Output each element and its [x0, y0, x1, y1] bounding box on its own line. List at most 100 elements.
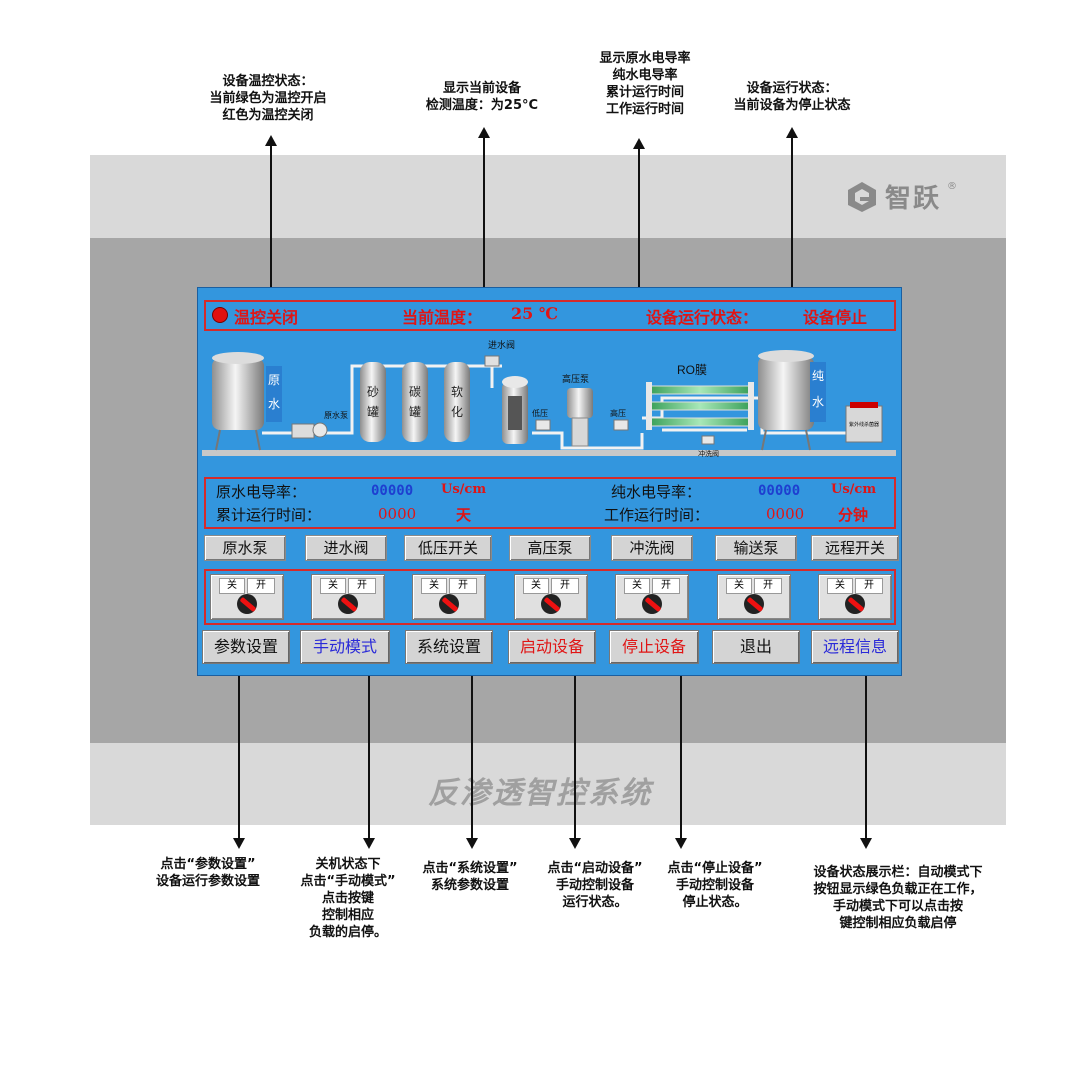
uv-sterilizer-icon: 紫外线杀菌器	[845, 402, 883, 443]
work-runtime-label: 工作运行时间：	[604, 506, 710, 524]
switch-high-pressure-pump[interactable]: 关 开	[514, 574, 588, 620]
svg-text:化: 化	[451, 405, 463, 419]
svg-text:冲洗阀: 冲洗阀	[698, 449, 719, 458]
arrow-up-icon	[478, 127, 490, 138]
annotation-line: 检测温度：为25°C	[425, 98, 539, 113]
switch-on-label: 开	[855, 578, 883, 594]
annotation-line: 键控制相应负载启停	[839, 916, 957, 931]
run-status-label: 设备运行状态：	[646, 308, 759, 327]
pointer-line	[238, 660, 240, 838]
pointer-line	[680, 660, 682, 838]
svg-text:紫外线杀菌器: 紫外线杀菌器	[849, 421, 879, 428]
load-label-remote-switch: 远程开关	[811, 535, 899, 561]
switch-flush-valve[interactable]: 关 开	[615, 574, 689, 620]
annotation-manual-mode: 关机状态下 点击“手动模式” 点击按键 控制相应 负载的启停。	[283, 856, 413, 941]
arrow-down-icon	[466, 838, 478, 849]
annotation-temperature: 显示当前设备 检测温度：为25°C	[402, 80, 562, 114]
temp-label: 当前温度：	[402, 308, 483, 327]
load-label-raw-pump: 原水泵	[204, 535, 286, 561]
switch-off-label: 关	[624, 578, 650, 594]
arrow-up-icon	[633, 138, 645, 149]
param-settings-button[interactable]: 参数设置	[202, 630, 290, 664]
switch-on-label: 开	[348, 578, 376, 594]
temp-status-led-icon	[212, 307, 228, 323]
annotation-line: 设备运行状态：	[746, 81, 838, 96]
raw-tank-label: 原	[268, 373, 280, 387]
stop-device-button[interactable]: 停止设备	[609, 630, 699, 664]
annotation-line: 关机状态下	[315, 857, 381, 872]
system-title: 反渗透智控系统	[428, 776, 652, 811]
switch-off-label: 关	[523, 578, 549, 594]
flush-valve-icon: 冲洗阀	[698, 435, 719, 458]
annotation-line: 点击“参数设置”	[160, 857, 256, 872]
pure-conductivity-label: 纯水电导率：	[611, 483, 702, 501]
switch-transfer-pump[interactable]: 关 开	[717, 574, 791, 620]
low-pressure-switch-icon: 低压	[532, 408, 551, 431]
pointer-line	[574, 660, 576, 838]
load-label-flush-valve: 冲洗阀	[611, 535, 693, 561]
cube-logo-icon	[848, 181, 876, 212]
annotation-line: 系统参数设置	[430, 878, 509, 893]
work-runtime-unit: 分钟	[838, 506, 869, 524]
start-device-button[interactable]: 启动设备	[508, 630, 596, 664]
total-runtime-unit: 天	[456, 506, 472, 524]
process-diagram: 原 水 原水泵 砂 罐 碳 罐 软 化 进水阀	[202, 339, 896, 458]
manual-mode-button[interactable]: 手动模式	[300, 630, 390, 664]
pointer-line	[865, 660, 867, 838]
annotation-line: 当前设备为停止状态	[733, 98, 851, 113]
arrow-down-icon	[363, 838, 375, 849]
annotation-line: 当前绿色为温控开启	[209, 91, 327, 106]
security-filter	[502, 376, 528, 444]
svg-text:原水泵: 原水泵	[324, 410, 348, 420]
load-label-inlet-valve: 进水阀	[305, 535, 387, 561]
arrow-down-icon	[675, 838, 687, 849]
rotary-knob-icon	[744, 594, 764, 614]
switch-on-label: 开	[247, 578, 275, 594]
annotation-line: 红色为温控关闭	[222, 108, 314, 123]
rotary-knob-icon	[642, 594, 662, 614]
annotation-line: 点击“停止设备”	[667, 861, 763, 876]
annotation-line: 手动控制设备	[675, 878, 754, 893]
raw-pump-icon: 原水泵	[291, 410, 348, 439]
remote-info-button[interactable]: 远程信息	[811, 630, 899, 664]
annotation-param-settings: 点击“参数设置” 设备运行参数设置	[143, 856, 273, 890]
svg-text:罐: 罐	[409, 405, 421, 419]
raw-tank-label: 水	[268, 397, 280, 411]
rotary-knob-icon	[237, 594, 257, 614]
switch-raw-pump[interactable]: 关 开	[210, 574, 284, 620]
rotary-knob-icon	[338, 594, 358, 614]
annotation-line: 工作运行时间	[605, 102, 684, 117]
svg-text:低压: 低压	[532, 408, 548, 418]
annotation-line: 停止状态。	[682, 895, 748, 910]
load-switch-row: 关 开 关 开 关 开 关 开 关 开 关 开 关	[204, 569, 896, 625]
high-pressure-pump-icon: 高压泵	[562, 373, 593, 447]
annotation-line: 显示当前设备	[442, 81, 521, 96]
temp-value: 25 ℃	[511, 304, 559, 323]
switch-inlet-valve[interactable]: 关 开	[311, 574, 385, 620]
rotary-knob-icon	[845, 594, 865, 614]
annotation-temp-control: 设备温控状态： 当前绿色为温控开启 红色为温控关闭	[188, 73, 348, 124]
run-status-value: 设备停止	[803, 308, 868, 327]
annotation-readings: 显示原水电导率 纯水电导率 累计运行时间 工作运行时间	[565, 50, 725, 118]
switch-off-label: 关	[320, 578, 346, 594]
high-pressure-switch-icon: 高压	[610, 408, 629, 431]
switch-on-label: 开	[551, 578, 579, 594]
switch-remote[interactable]: 关 开	[818, 574, 892, 620]
annotation-line: 纯水电导率	[612, 68, 678, 83]
annotation-line: 点击按键	[321, 891, 374, 906]
annotation-run-status: 设备运行状态： 当前设备为停止状态	[712, 80, 872, 114]
hmi-panel: 温控关闭 当前温度： 25 ℃ 设备运行状态： 设备停止	[197, 287, 902, 676]
svg-text:碳: 碳	[409, 385, 421, 399]
logo-text: 智跃	[885, 184, 942, 214]
switch-off-label: 关	[827, 578, 853, 594]
annotation-line: 设备温控状态：	[222, 74, 314, 89]
exit-button[interactable]: 退出	[712, 630, 800, 664]
switch-low-pressure[interactable]: 关 开	[412, 574, 486, 620]
annotation-stop-device: 点击“停止设备” 手动控制设备 停止状态。	[650, 860, 780, 911]
annotation-line: 运行状态。	[562, 895, 628, 910]
readings-panel: 原水电导率： 00000 Us/cm 纯水电导率： 00000 Us/cm 累计…	[204, 477, 896, 529]
annotation-line: 手动模式下可以点击按	[832, 899, 963, 914]
system-settings-button[interactable]: 系统设置	[405, 630, 493, 664]
annotation-line: 设备状态展示栏：自动模式下	[813, 865, 983, 880]
svg-text:纯: 纯	[812, 369, 824, 383]
